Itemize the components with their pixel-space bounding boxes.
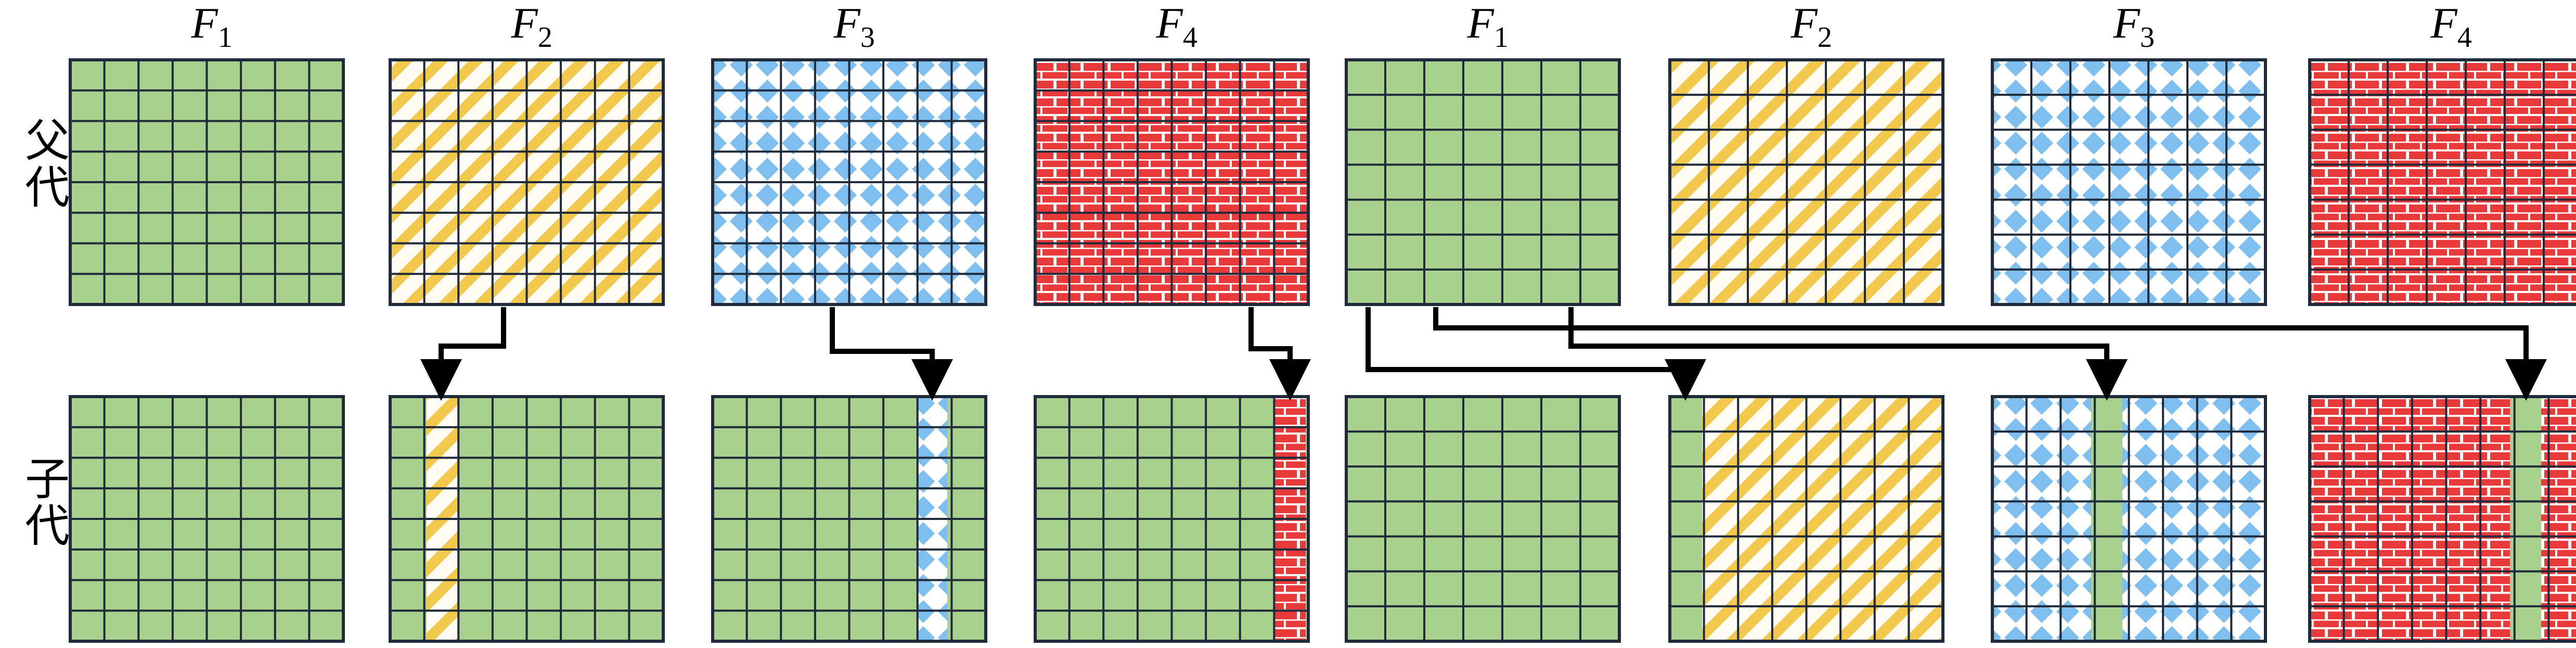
- parent-grid-6: [1668, 58, 1944, 306]
- parent-grid-4: [1034, 58, 1310, 306]
- arrow-F2-to-child: [420, 307, 506, 401]
- column-header-7: F3: [2113, 0, 2155, 54]
- child-grid-8: [2308, 395, 2576, 643]
- parent-grid-1: [69, 58, 345, 306]
- parent-right-F1-fill: [1346, 60, 1619, 304]
- row-label-child-2: 代: [25, 501, 70, 551]
- row-label-parent-2: 代: [25, 163, 70, 213]
- chromosome-grids: [69, 58, 2576, 643]
- column-header-4: F4: [1156, 0, 1197, 54]
- parent-grid-8: [2308, 58, 2576, 306]
- crossover-arrows: [420, 307, 2547, 401]
- parent-right-F3-fill: [1992, 60, 2265, 304]
- column-header-8: F4: [2430, 0, 2472, 54]
- parent-grid-3: [711, 58, 987, 306]
- column-header-1: F1: [191, 0, 233, 54]
- child-right-F3-gene-column: [2091, 397, 2122, 641]
- parent-grid-7: [1991, 58, 2267, 306]
- child-right-F1-fill: [1346, 397, 1619, 641]
- arrow-F1-to-child-F2: [1366, 307, 1706, 401]
- row-label-parent-1: 父: [25, 116, 70, 166]
- child-grid-6: [1668, 395, 1944, 643]
- column-header-5: F1: [1467, 0, 1509, 54]
- child-grid-1: [69, 395, 345, 643]
- column-headers: F1 F2 F3 F4 F1 F2 F3 F4: [191, 0, 2472, 54]
- child-grid-7: [1991, 395, 2267, 643]
- child-grid-4: [1034, 395, 1310, 643]
- parent-grid-2: [389, 58, 665, 306]
- row-label-child-1: 子: [25, 454, 70, 504]
- column-header-3: F3: [833, 0, 875, 54]
- parent-grid-5: [1345, 58, 1621, 306]
- column-header-6: F2: [1791, 0, 1832, 54]
- child-grid-2: [389, 395, 665, 643]
- child-grid-5: [1345, 395, 1621, 643]
- arrow-F1-to-child-F4: [1433, 307, 2547, 401]
- parent-right-F4-fill: [2310, 60, 2576, 304]
- child-grid-3: [711, 395, 987, 643]
- parent-right-F2-fill: [1670, 60, 1943, 304]
- arrow-F4-to-child: [1248, 307, 1311, 401]
- child-right-F2-gene-column: [1670, 397, 1702, 641]
- arrow-F1-to-child-F3: [1568, 307, 2128, 401]
- column-header-2: F2: [511, 0, 552, 54]
- arrow-F3-to-child: [830, 307, 953, 401]
